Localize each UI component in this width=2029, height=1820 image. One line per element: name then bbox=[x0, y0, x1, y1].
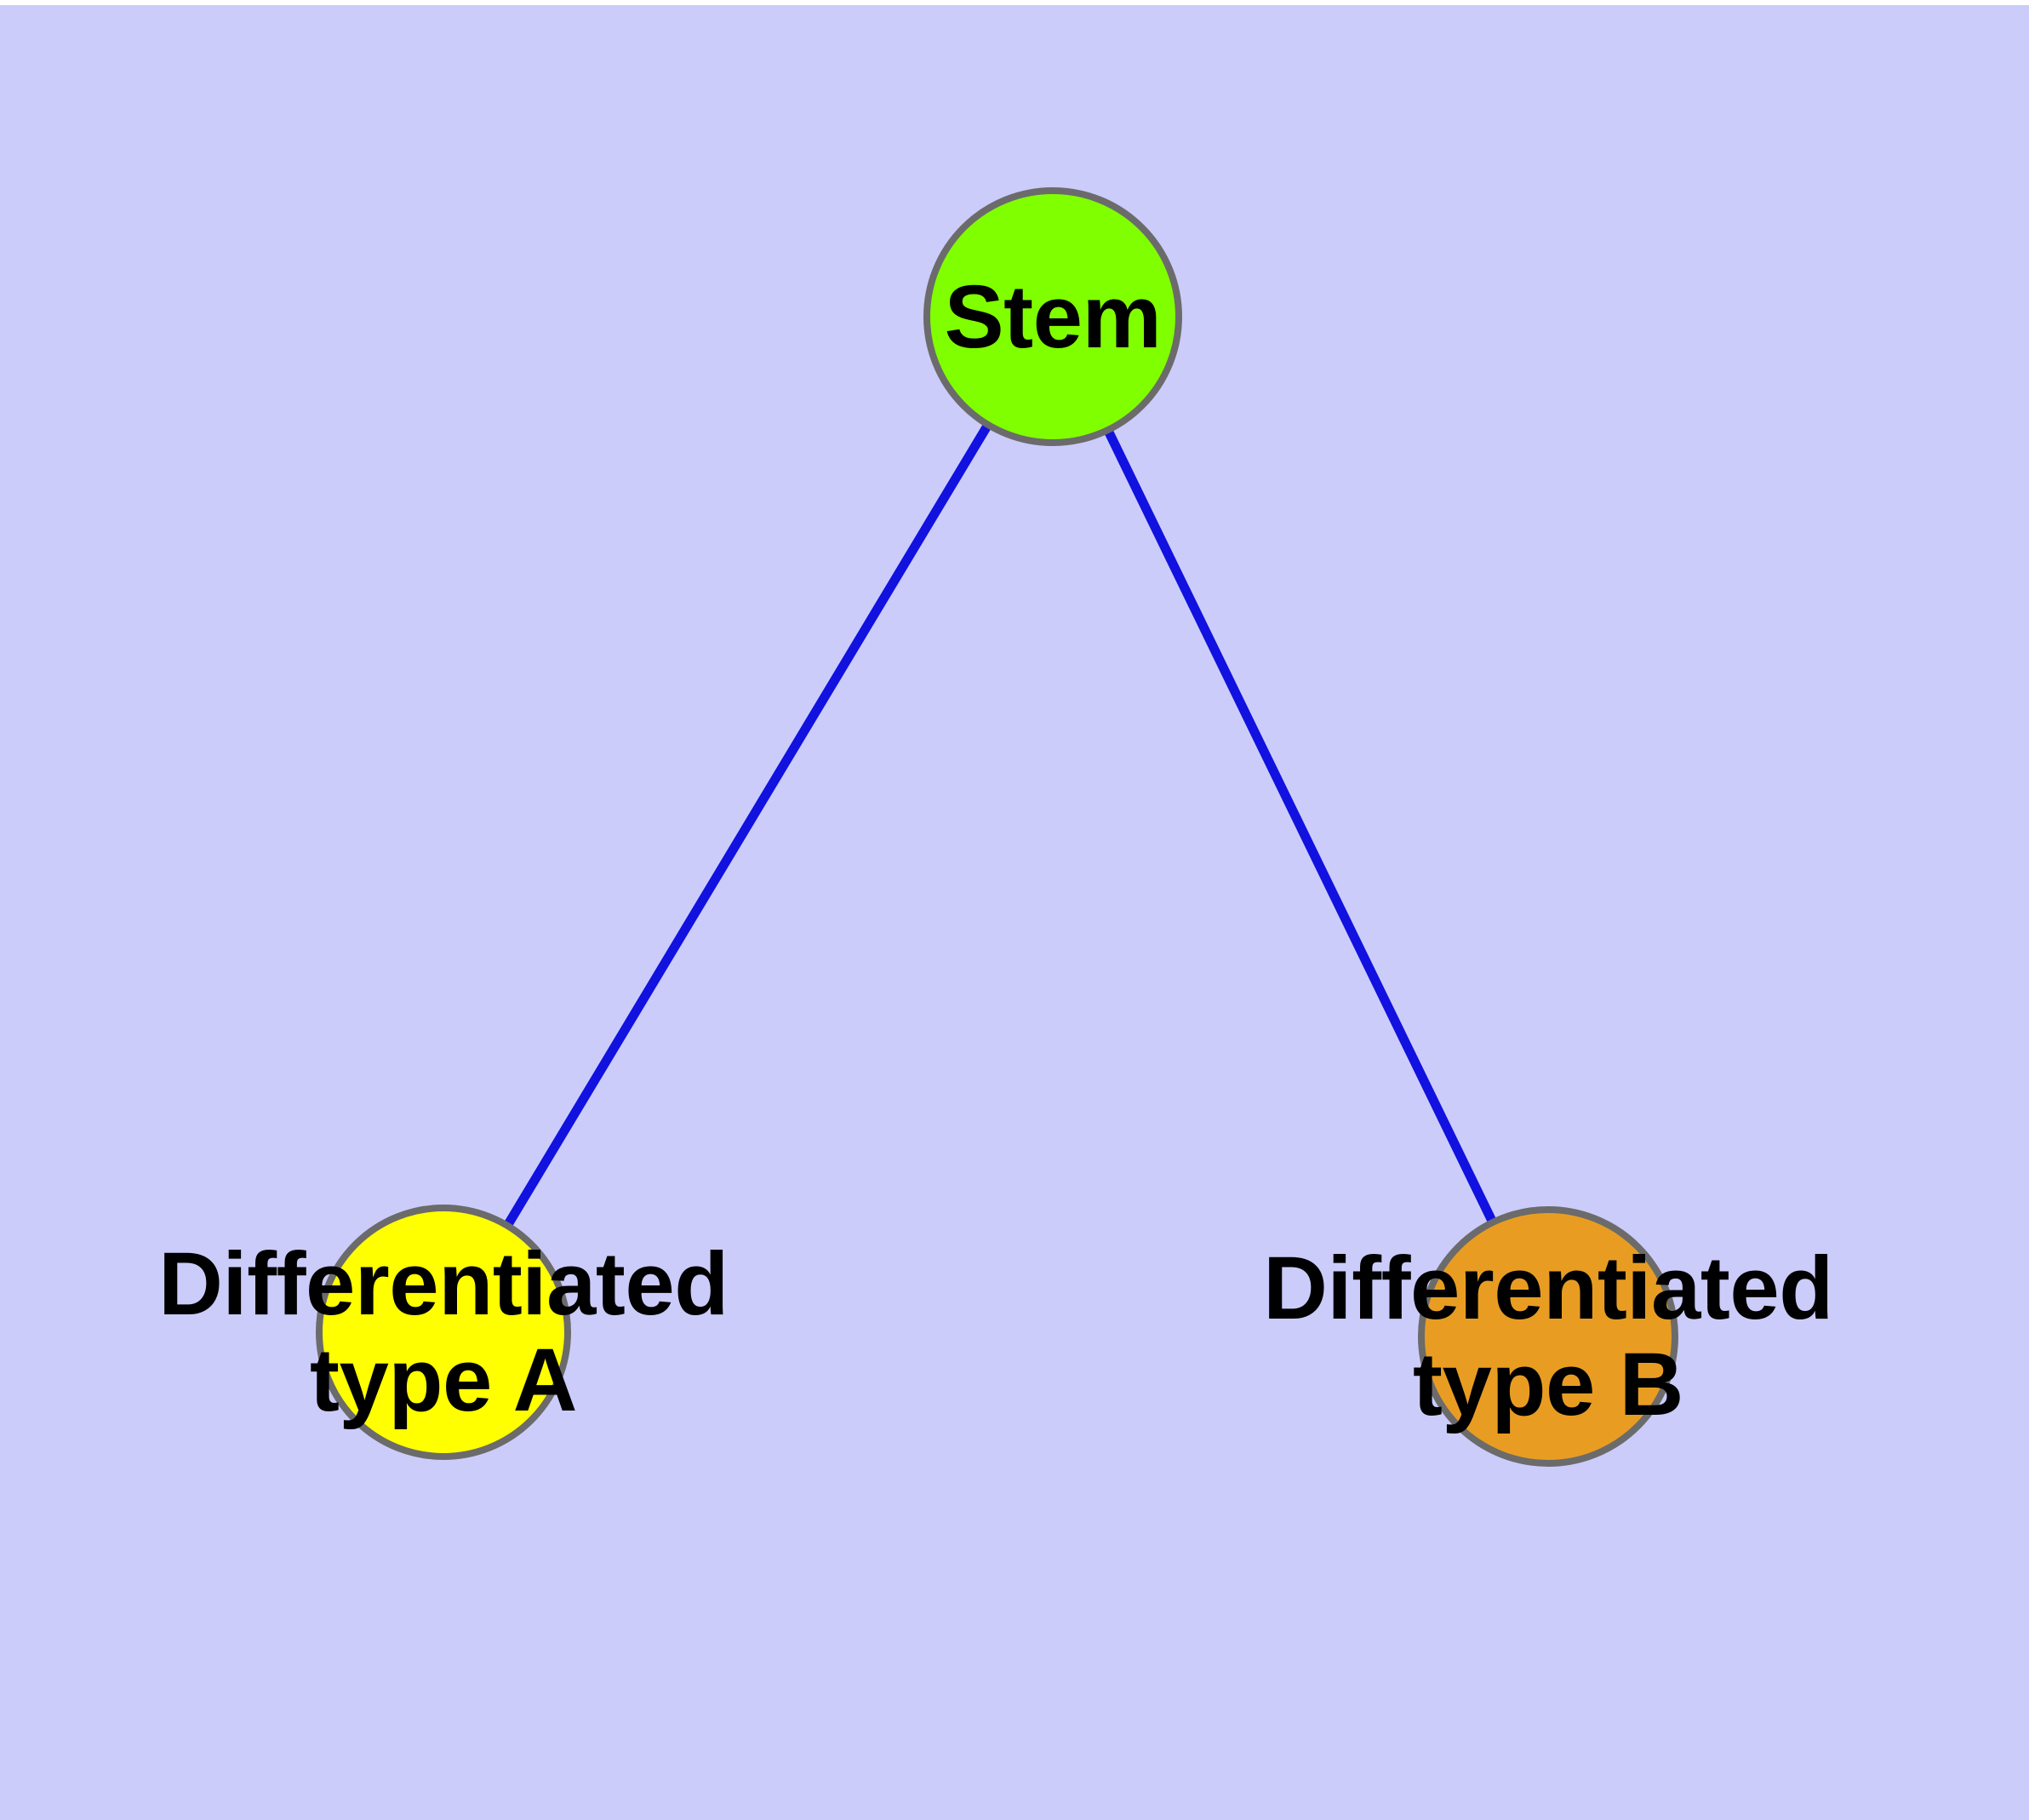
node-differentiated-type-a[interactable] bbox=[316, 1205, 571, 1460]
node-differentiated-type-b[interactable] bbox=[1418, 1206, 1678, 1467]
node-stem[interactable] bbox=[923, 187, 1182, 446]
edge-stem-to-differentiated-type-b bbox=[1101, 423, 1500, 1229]
edge-stem-to-differentiated-type-a bbox=[500, 417, 995, 1233]
